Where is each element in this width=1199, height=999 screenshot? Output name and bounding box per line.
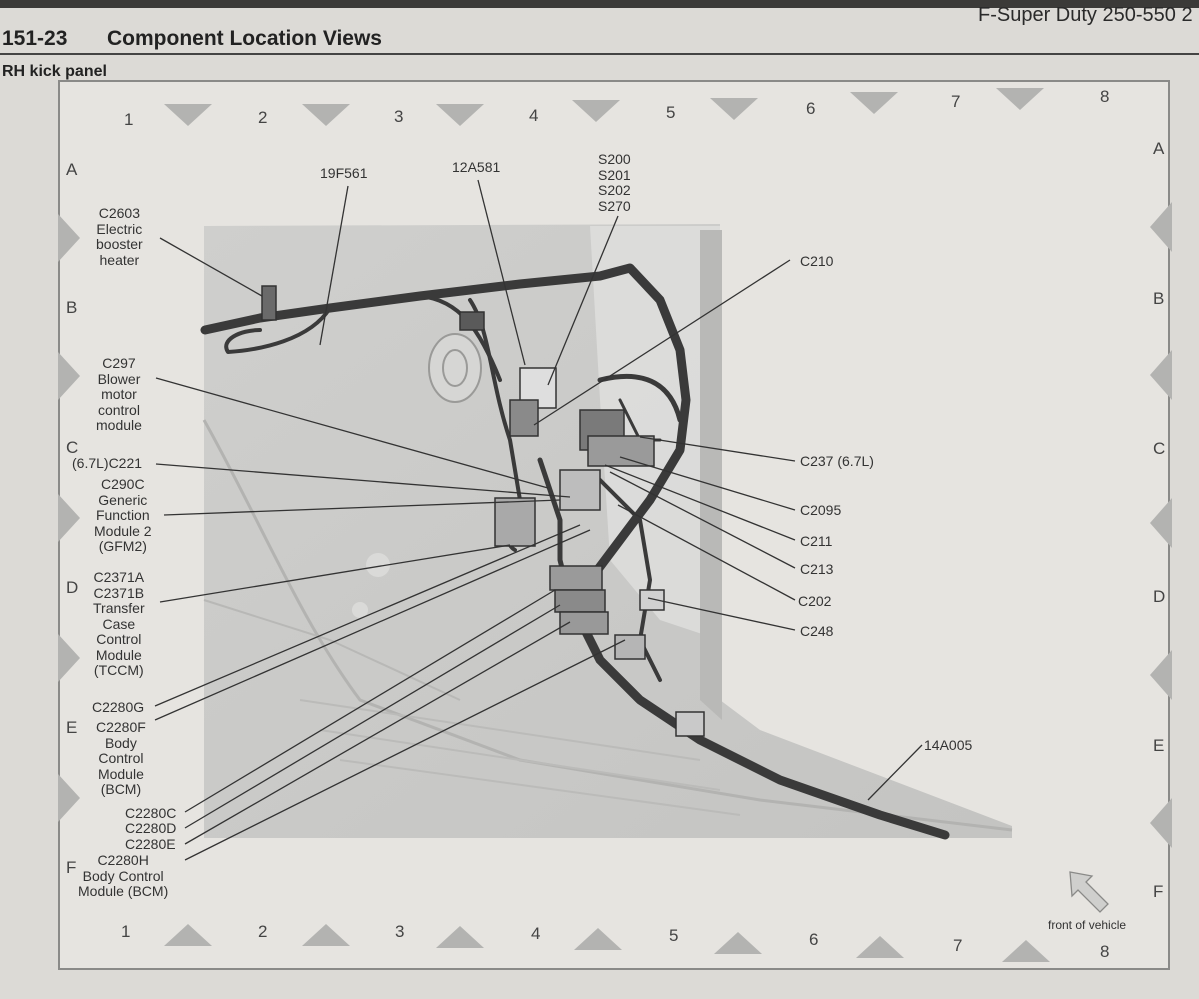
grid-row-right-F: F: [1153, 882, 1164, 901]
callout-14a005: 14A005: [924, 737, 973, 753]
grid-col-top-5: 5: [666, 103, 676, 122]
callout-c2280c: C2280C: [125, 805, 177, 821]
grid-markers-right: [1150, 202, 1172, 848]
grid-col-bottom-1: 1: [121, 922, 131, 941]
grid-markers-left: [58, 214, 80, 822]
section-title: Component Location Views: [107, 27, 382, 50]
leader-lines: [154, 179, 923, 861]
callout-19f561: 19F561: [320, 165, 368, 181]
callout-c290c: C290C Generic Function Module 2 (GFM2): [94, 476, 152, 554]
grid-col-bottom-5: 5: [669, 926, 679, 945]
grid-col-bottom-3: 3: [395, 922, 405, 941]
grid-col-bottom-8: 8: [1100, 942, 1110, 961]
grid-row-right-B: B: [1153, 289, 1165, 308]
page-number: 151-23: [2, 27, 68, 50]
callout-c2280d: C2280D: [125, 820, 177, 836]
grid-markers-bottom: [164, 924, 1050, 962]
grid-row-left-C: C: [66, 438, 79, 457]
grid-col-bottom-6: 6: [809, 930, 819, 949]
grid-row-left-A: A: [66, 160, 78, 179]
callout-c2280e: C2280E: [125, 836, 176, 852]
callout-c2371: C2371A C2371B Transfer Case Control Modu…: [93, 569, 145, 678]
callout-12a581: 12A581: [452, 159, 501, 175]
callout-c2280f: C2280F Body Control Module (BCM): [96, 719, 146, 797]
grid-col-bottom-4: 4: [531, 924, 541, 943]
callout-c2603: C2603 Electric booster heater: [96, 205, 143, 268]
callout-c237: C237 (6.7L): [800, 453, 874, 469]
callout-c211: C211: [800, 533, 833, 549]
grid-row-right-C: C: [1153, 439, 1166, 458]
grid-col-top-6: 6: [806, 99, 816, 118]
callout-c2280h: C2280H Body Control Module (BCM): [78, 852, 169, 899]
grid-col-top-8: 8: [1100, 87, 1110, 106]
grid-col-bottom-7: 7: [953, 936, 963, 955]
callout-splices: S200 S201 S202 S270: [598, 151, 631, 214]
grid-row-left-F: F: [66, 858, 77, 877]
page-top-edge: [0, 0, 1199, 8]
grid-row-left-E: E: [66, 718, 78, 737]
grid-col-top-2: 2: [258, 108, 268, 127]
callout-c2280g: C2280G: [92, 699, 145, 715]
callout-c221: (6.7L)C221: [72, 455, 143, 471]
grid-col-top-1: 1: [124, 110, 134, 129]
grid-row-right-E: E: [1153, 736, 1165, 755]
grid-col-bottom-2: 2: [258, 922, 268, 941]
vehicle-title: F-Super Duty 250-550 2: [978, 4, 1193, 26]
grid-row-left-B: B: [66, 298, 78, 317]
blower-motor: [428, 333, 482, 403]
callout-c213: C213: [800, 561, 834, 577]
callout-c2095: C2095: [800, 502, 842, 518]
grid-col-top-3: 3: [394, 107, 404, 126]
callout-c297: C297 Blower motor control module: [96, 355, 142, 433]
grid-row-right-A: A: [1153, 139, 1165, 158]
view-title: RH kick panel: [2, 63, 107, 80]
front-of-vehicle-arrow-icon: [1069, 871, 1109, 913]
grid-markers-top: [164, 88, 1044, 126]
grid-col-top-7: 7: [951, 92, 961, 111]
callout-c248: C248: [800, 623, 834, 639]
callout-c202: C202: [798, 593, 832, 609]
header-rule: [0, 53, 1199, 55]
grid-col-top-4: 4: [529, 106, 539, 125]
grid-row-left-D: D: [66, 578, 79, 597]
front-of-vehicle-label: front of vehicle: [1048, 918, 1127, 932]
grid-row-right-D: D: [1153, 587, 1166, 606]
connectors: [261, 285, 705, 737]
callout-c210: C210: [800, 253, 834, 269]
